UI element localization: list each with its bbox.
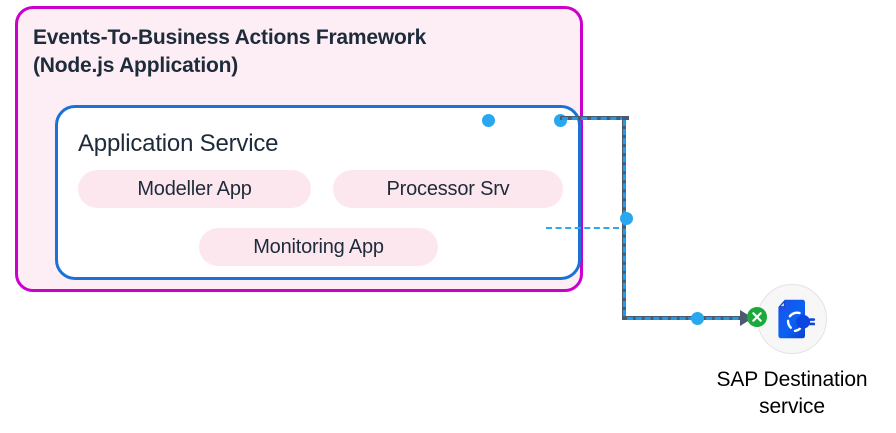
connector-handle-midpoint[interactable] — [620, 212, 633, 225]
green-x-status-icon — [747, 307, 767, 327]
application-service-title: Application Service — [78, 130, 279, 157]
connector-handle-target[interactable] — [691, 312, 704, 325]
framework-container[interactable]: Events-To-Business Actions Framework (No… — [15, 6, 619, 292]
framework-title: Events-To-Business Actions Framework (No… — [33, 26, 427, 78]
destination-plug-document-icon — [778, 299, 816, 339]
connector-handle-source[interactable] — [482, 114, 495, 127]
service-connection-stub — [546, 227, 619, 232]
component-label: Processor Srv — [386, 177, 510, 200]
component-processor-srv[interactable]: Processor Srv — [333, 170, 563, 208]
component-modeller-app[interactable]: Modeller App — [78, 170, 311, 208]
connector-dash-bottom — [627, 317, 747, 322]
component-label: Modeller App — [137, 177, 252, 200]
application-service-container[interactable]: Application Service Modeller App Process… — [55, 105, 619, 280]
component-label: Monitoring App — [253, 235, 384, 258]
destination-service-node[interactable] — [747, 284, 827, 354]
destination-service-label: SAP Destination service — [716, 368, 868, 419]
component-monitoring-app[interactable]: Monitoring App — [199, 228, 438, 266]
connector-dash-top — [562, 117, 626, 122]
